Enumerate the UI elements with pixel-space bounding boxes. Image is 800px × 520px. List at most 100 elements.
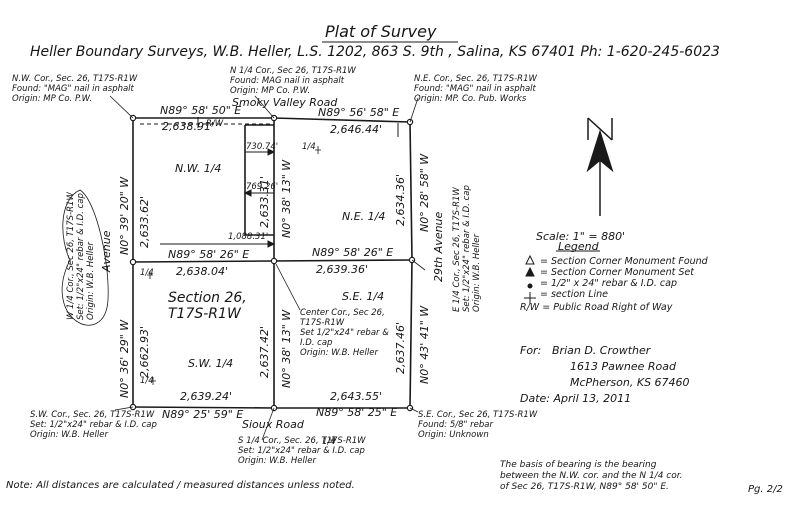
sw-line-2: Set: 1/2"x24" rebar & I.D. cap (30, 420, 157, 430)
nw-corner-note: N.W. Cor., Sec. 26, T17S-R1W Found: "MAG… (12, 74, 137, 104)
legend-set-symbol (525, 266, 535, 277)
nw-line-2: Found: "MAG" nail in asphalt (12, 84, 134, 94)
legend-item-section: = section Line (540, 289, 609, 300)
c-line-1: Center Cor., Sec 26, (300, 308, 385, 318)
basis-line-2: between the N.W. cor. and the N 1/4 cor. (500, 471, 683, 481)
distance-north-e: 2,646.44' (330, 123, 383, 136)
north-road-label: Smoky Valley Road (232, 96, 338, 109)
legend-section-symbol (524, 292, 536, 304)
s-quarter-note: S 1/4 Cor., Sec. 26, T17S-R1W Set: 1/2"x… (238, 436, 366, 466)
cl-label-3: 1/4 (140, 376, 154, 386)
cl-symbol-4 (330, 436, 336, 444)
distance-east-n: 2,634.36' (394, 173, 407, 226)
surveyor-line: Heller Boundary Surveys, W.B. Heller, L.… (30, 44, 720, 60)
se-line-2: Found: 5/8" rebar (418, 420, 493, 430)
sw-quarter-label: S.W. 1/4 (188, 357, 234, 370)
cl-label-4: 1/4 (322, 437, 336, 447)
distance-center-s: 2,637.42' (258, 325, 271, 378)
ne-leader (409, 97, 419, 123)
eq-line-2: Set: 1/2"x24" rebar & I.D. cap (462, 185, 472, 312)
ne-quarter-label: N.E. 1/4 (342, 210, 386, 223)
distance-west-s: 2,662.93' (138, 325, 151, 378)
eq-line-1: E 1/4 Cor., Sec 26, T17S-R1W (452, 187, 462, 312)
cl-symbol-1 (315, 146, 321, 154)
bearing-mid-e: N89° 58' 26" E (312, 246, 394, 259)
e-quarter-leader (411, 259, 426, 271)
dim-1088-label: 1,088.31' (228, 232, 269, 242)
page-title: Plat of Survey (325, 22, 437, 41)
legend-title: Legend (558, 240, 599, 253)
w-quarter-marker (129, 258, 137, 266)
dim-730-arrow (267, 148, 276, 156)
legend-found-symbol (525, 254, 535, 265)
bearing-north-e: N89° 56' 58" E (318, 106, 400, 119)
client-city: McPherson, KS 67460 (570, 376, 690, 389)
distance-east-s: 2,637.46' (394, 321, 407, 374)
north-arrow-head[interactable] (586, 129, 614, 173)
ne-line-2: Found: "MAG" nail in asphalt (414, 84, 536, 94)
for-label: For: (520, 344, 542, 357)
ne-corner-note: N.E. Cor., Sec. 26, T17S-R1W Found: "MAG… (414, 74, 537, 104)
w-quarter-note: W 1/4 Cor., Sec 26, T17S-R1W Set: 1/2"x2… (66, 192, 96, 320)
survey-date: Date: April 13, 2011 (520, 392, 632, 405)
client-name: Brian D. Crowther (552, 344, 651, 357)
sq-line-1: S 1/4 Cor., Sec. 26, T17S-R1W (238, 436, 366, 446)
bearing-north-w: N89° 58' 50" E (160, 104, 242, 117)
ne-line-3: Origin: MP. Co. Pub. Works (414, 94, 527, 104)
e-quarter-note: E 1/4 Cor., Sec 26, T17S-R1W Set: 1/2"x2… (452, 185, 482, 312)
wq-line-3: Origin: W.B. Heller (86, 242, 96, 320)
east-road-label: 29th Avenue (432, 211, 445, 282)
bearing-east-s: N0° 43' 41" W (418, 305, 431, 384)
sw-line-3: Origin: W.B. Heller (30, 430, 108, 440)
west-road-label: Avenue (100, 230, 113, 272)
basis-line-1: The basis of bearing is the bearing (500, 460, 657, 470)
sw-corner-note: S.W. Cor., Sec. 26, T17S-R1W Set: 1/2"x2… (30, 410, 157, 440)
distance-mid-w: 2,638.04' (176, 265, 229, 278)
distance-north-w: 2,638.91' (162, 120, 215, 133)
bearing-west-n: N0° 39' 20" W (118, 176, 131, 255)
dim-769-label: 769.26' (246, 182, 279, 192)
w-quarter-loop (61, 189, 109, 326)
basis-of-bearing-note: The basis of bearing is the bearing betw… (500, 460, 683, 493)
distance-mid-e: 2,639.36' (316, 263, 369, 276)
scale-label: Scale: 1" = 880' (536, 230, 626, 243)
n-quarter-note: N 1/4 Cor., Sec 26, T17S-R1W Found: MAG … (230, 66, 356, 96)
cl-label-2: 1/4 (140, 268, 154, 278)
wq-line-2: Set: 1/2"x24" rebar & I.D. cap (76, 193, 86, 320)
nw-leader (109, 95, 134, 119)
sq-leader (261, 407, 275, 441)
section-label: Section 26, (168, 290, 247, 306)
cl-symbol-3 (150, 377, 156, 385)
wq-line-1: W 1/4 Cor., Sec 26, T17S-R1W (66, 192, 76, 320)
dim-769-arrow (243, 189, 252, 197)
bearing-south-e: N89° 58' 25" E (316, 406, 398, 419)
legend-list: = Section Corner Monument Found = Sectio… (540, 256, 708, 300)
nw-line-3: Origin: MP Co. P.W. (12, 94, 93, 104)
sw-line-1: S.W. Cor., Sec. 26, T17S-R1W (30, 410, 155, 420)
distance-center-n: 2,633.31' (258, 175, 271, 228)
page-number: Pg. 2/2 (748, 484, 783, 495)
client-street: 1613 Pawnee Road (570, 360, 676, 373)
center-leader (275, 263, 301, 311)
nq-line-1: N 1/4 Cor., Sec 26, T17S-R1W (230, 66, 356, 76)
nq-line-3: Origin: MP Co. P.W. (230, 86, 311, 96)
legend-item-rebar: = 1/2" x 24" rebar & I.D. cap (540, 278, 677, 289)
c-line-2: T17S-R1W (300, 318, 345, 328)
sw-leader (114, 406, 134, 411)
se-quarter-label: S.E. 1/4 (342, 290, 385, 303)
bearing-center-s: N0° 38' 13" W (280, 309, 293, 388)
center-corner-note: Center Cor., Sec 26, T17S-R1W Set 1/2"x2… (300, 308, 389, 358)
nw-line-1: N.W. Cor., Sec. 26, T17S-R1W (12, 74, 138, 84)
cl-label-1: 1/4 (302, 142, 316, 152)
dim-730-label: 730.74' (246, 142, 279, 152)
distance-note: Note: All distances are calculated / mea… (6, 480, 355, 491)
bearing-center-n: N0° 38' 13" W (280, 159, 293, 238)
legend-item-set: = Section Corner Monument Set (540, 267, 694, 278)
se-line-3: Origin: Unknown (418, 430, 489, 440)
se-leader (409, 407, 419, 413)
dim-1088-arrow (267, 240, 276, 248)
bearing-west-s: N0° 36' 29" W (118, 319, 131, 398)
center-marker (270, 257, 278, 265)
c-line-3: Set 1/2"x24" rebar & (300, 328, 389, 338)
